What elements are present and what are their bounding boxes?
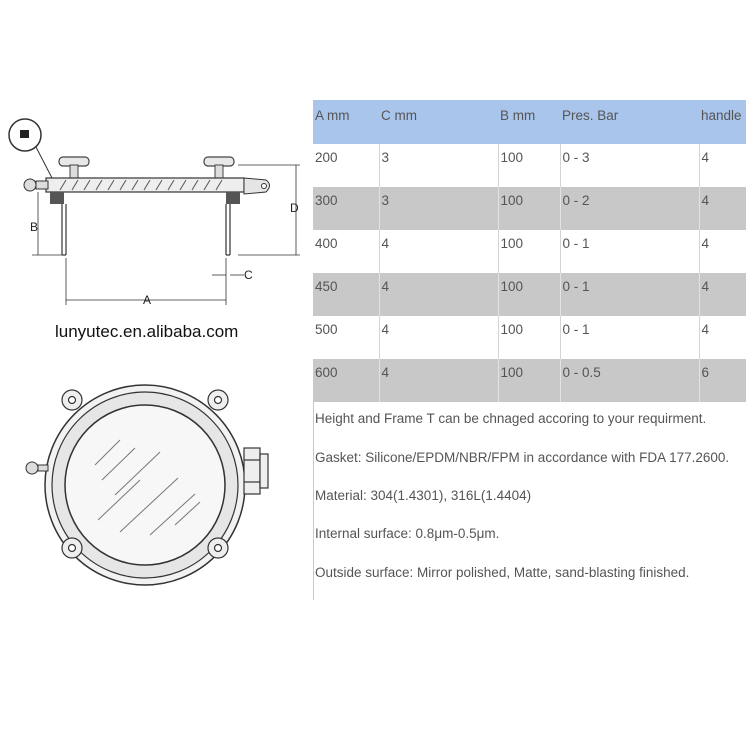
dim-label-b: B xyxy=(30,220,38,234)
knob-right xyxy=(203,156,235,180)
spec-notes: Height and Frame T can be chnaged accori… xyxy=(313,400,746,602)
dim-label-c: C xyxy=(244,268,253,282)
note-height-frame: Height and Frame T can be chnaged accori… xyxy=(315,411,707,426)
handle-left xyxy=(25,461,49,475)
table-row: 300 3 100 0 - 2 4 xyxy=(313,187,746,230)
header-b-mm: B mm xyxy=(498,100,560,144)
detail-callout-mark xyxy=(20,130,29,138)
cell-c: 4 xyxy=(378,230,498,273)
cell-handle: 4 xyxy=(698,230,746,273)
note-internal-surface: Internal surface: 0.8μm-0.5μm. xyxy=(315,526,500,541)
cell-c: 3 xyxy=(378,144,498,187)
cell-c: 4 xyxy=(378,273,498,316)
table-row: 500 4 100 0 - 1 4 xyxy=(313,316,746,359)
cell-handle: 4 xyxy=(698,273,746,316)
cell-handle: 6 xyxy=(698,359,746,402)
note-gasket: Gasket: Silicone/EPDM/NBR/FPM in accorda… xyxy=(315,450,730,465)
cell-pressure: 0 - 1 xyxy=(559,273,699,316)
clamp-lugs xyxy=(61,389,229,559)
cell-handle: 4 xyxy=(698,144,746,187)
watermark-text: lunyutec.en.alibaba.com xyxy=(55,322,239,341)
cell-b: 100 xyxy=(497,230,560,273)
table-header-row: A mm C mm B mm Pres. Bar handle xyxy=(313,100,746,144)
detail-callout-circle xyxy=(8,118,42,152)
table-row: 200 3 100 0 - 3 4 xyxy=(313,144,746,187)
cell-a: 200 xyxy=(315,150,338,165)
cell-pressure: 0 - 0.5 xyxy=(559,359,699,402)
glass-window xyxy=(64,404,226,566)
cell-b: 100 xyxy=(497,316,560,359)
spec-table: A mm C mm B mm Pres. Bar handle 200 3 10… xyxy=(313,100,746,402)
cell-handle: 4 xyxy=(698,316,746,359)
cell-pressure: 0 - 1 xyxy=(559,316,699,359)
top-view-drawing xyxy=(25,384,269,586)
cell-c: 4 xyxy=(378,359,498,402)
header-handle: handle xyxy=(699,100,746,144)
cell-b: 100 xyxy=(497,187,560,230)
cell-b: 100 xyxy=(497,273,560,316)
cell-b: 100 xyxy=(497,359,560,402)
table-row: 450 4 100 0 - 1 4 xyxy=(313,273,746,316)
cell-a: 450 xyxy=(313,273,379,316)
notes-divider xyxy=(313,400,314,600)
note-material: Material: 304(1.4301), 316L(1.4404) xyxy=(315,488,532,503)
cell-pressure: 0 - 2 xyxy=(559,187,699,230)
dim-label-d: D xyxy=(290,201,299,215)
handle-ball xyxy=(23,178,37,192)
cell-a: 500 xyxy=(315,322,338,337)
table-row: 400 4 100 0 - 1 4 xyxy=(313,230,746,273)
body-outline xyxy=(61,204,231,256)
note-outside-surface: Outside surface: Mirror polished, Matte,… xyxy=(315,565,690,580)
cell-pressure: 0 - 3 xyxy=(559,144,699,187)
cell-b: 100 xyxy=(497,144,560,187)
table-row: 600 4 100 0 - 0.5 6 xyxy=(313,359,746,402)
header-pressure: Pres. Bar xyxy=(560,100,699,144)
cell-handle: 4 xyxy=(698,187,746,230)
header-a-mm: A mm xyxy=(313,100,379,144)
cell-c: 4 xyxy=(378,316,498,359)
cell-c: 3 xyxy=(378,187,498,230)
cell-a: 600 xyxy=(313,359,379,402)
hinge-block xyxy=(243,447,269,495)
cell-a: 400 xyxy=(315,236,338,251)
cell-a: 300 xyxy=(313,187,379,230)
lid-glass-hatch xyxy=(59,179,223,191)
cell-pressure: 0 - 1 xyxy=(559,230,699,273)
glass-reflections xyxy=(94,439,201,536)
side-view-drawing: A B C D xyxy=(8,118,300,307)
lid-frame xyxy=(45,177,245,193)
dim-label-a: A xyxy=(143,293,151,307)
hinge-right xyxy=(243,177,270,195)
header-c-mm: C mm xyxy=(379,100,498,144)
knob-left xyxy=(58,156,90,180)
